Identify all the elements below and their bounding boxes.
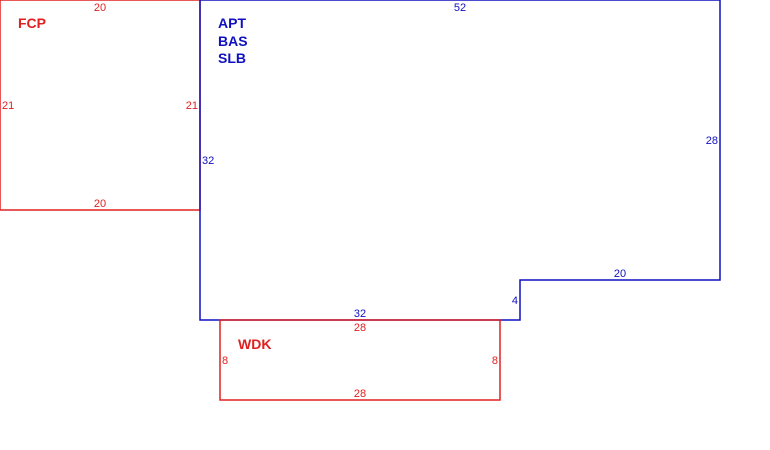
main-dim-bottom: 32	[354, 308, 366, 320]
main-dim-right: 28	[706, 135, 718, 147]
main-dim-top: 52	[454, 2, 466, 14]
main-dim-left: 32	[202, 155, 214, 167]
fcp-dim-top: 20	[94, 2, 106, 14]
fcp-outline[interactable]	[0, 0, 201, 211]
fcp-dim-left: 21	[2, 100, 14, 112]
wdk-area[interactable]: WDK 28 28 8 8	[219, 319, 501, 401]
main-label-slb: SLB	[218, 50, 246, 66]
wdk-dim-left: 8	[222, 355, 228, 367]
fcp-area[interactable]: FCP 20 20 21 21	[0, 0, 201, 211]
main-label-bas: BAS	[218, 33, 248, 49]
main-dim-step-side: 4	[512, 295, 518, 307]
fcp-dim-right: 21	[186, 100, 198, 112]
wdk-dim-right: 8	[492, 355, 498, 367]
fcp-dim-bottom: 20	[94, 198, 106, 210]
fcp-label: FCP	[18, 15, 46, 31]
main-area[interactable]: APT BAS SLB 52 28 20 4 32 32	[199, 0, 721, 321]
main-label-apt: APT	[218, 15, 246, 31]
main-dim-step-top: 20	[614, 268, 626, 280]
wdk-label: WDK	[238, 336, 271, 352]
wdk-dim-top: 28	[354, 322, 366, 334]
wdk-dim-bottom: 28	[354, 388, 366, 400]
wdk-outline[interactable]	[219, 319, 501, 401]
main-outline[interactable]	[199, 0, 721, 321]
